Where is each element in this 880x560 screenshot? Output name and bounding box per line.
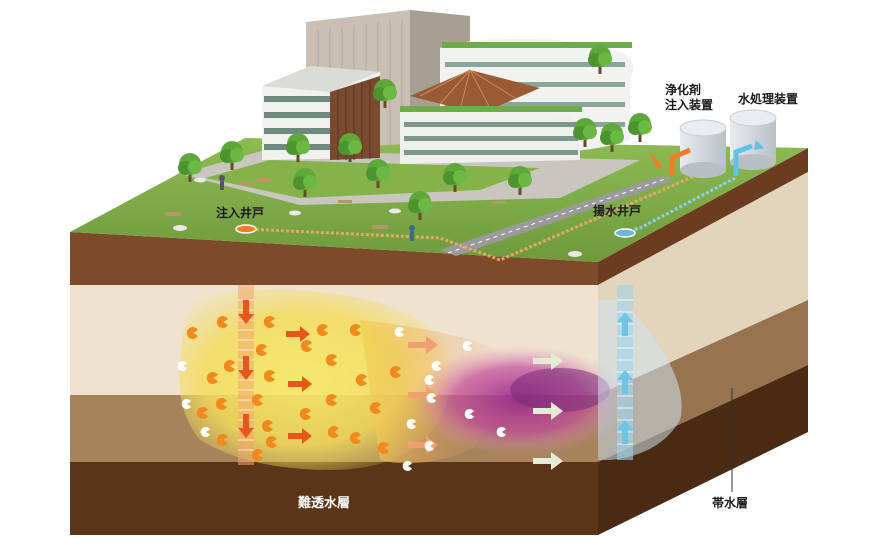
- buildings: [262, 10, 634, 164]
- pavilion-roof: [410, 70, 540, 114]
- orange-arrow-icon: [650, 152, 664, 168]
- injection-well: [235, 224, 257, 465]
- purifier-injection-label: 浄化剤 注入装置: [665, 83, 713, 113]
- road: [440, 176, 676, 256]
- arrow-right-icon: [533, 352, 563, 470]
- park-furniture: [165, 175, 506, 241]
- bottom-layer-front: [70, 462, 598, 535]
- arrow-down-icon: [238, 300, 254, 438]
- extraction-well-label: 揚水井戸: [593, 204, 642, 218]
- injection-well-label: 注入井戸: [216, 206, 265, 220]
- purifier-label-line2: 注入装置: [665, 98, 714, 112]
- blue-return-pipe: [733, 143, 753, 176]
- orange-feed-pipe: [669, 147, 692, 176]
- aquitard-label: 難透水層: [298, 496, 351, 511]
- extraction-well: [614, 228, 636, 460]
- aquifer-label: 帯水層: [712, 496, 749, 510]
- blue-arrow-icon: [754, 140, 764, 150]
- topsoil-front: [70, 232, 598, 285]
- purifier-label-line1: 浄化剤: [665, 83, 702, 97]
- arrow-up-icon: [617, 312, 633, 444]
- water-treatment-label: 水処理装置: [738, 92, 799, 106]
- topsoil-side: [598, 148, 808, 285]
- treatment-facility: [650, 109, 777, 178]
- arrow-right-icon: [286, 326, 312, 444]
- bottom-layer-side: [598, 365, 808, 535]
- purifier-injection-unit: [679, 119, 727, 178]
